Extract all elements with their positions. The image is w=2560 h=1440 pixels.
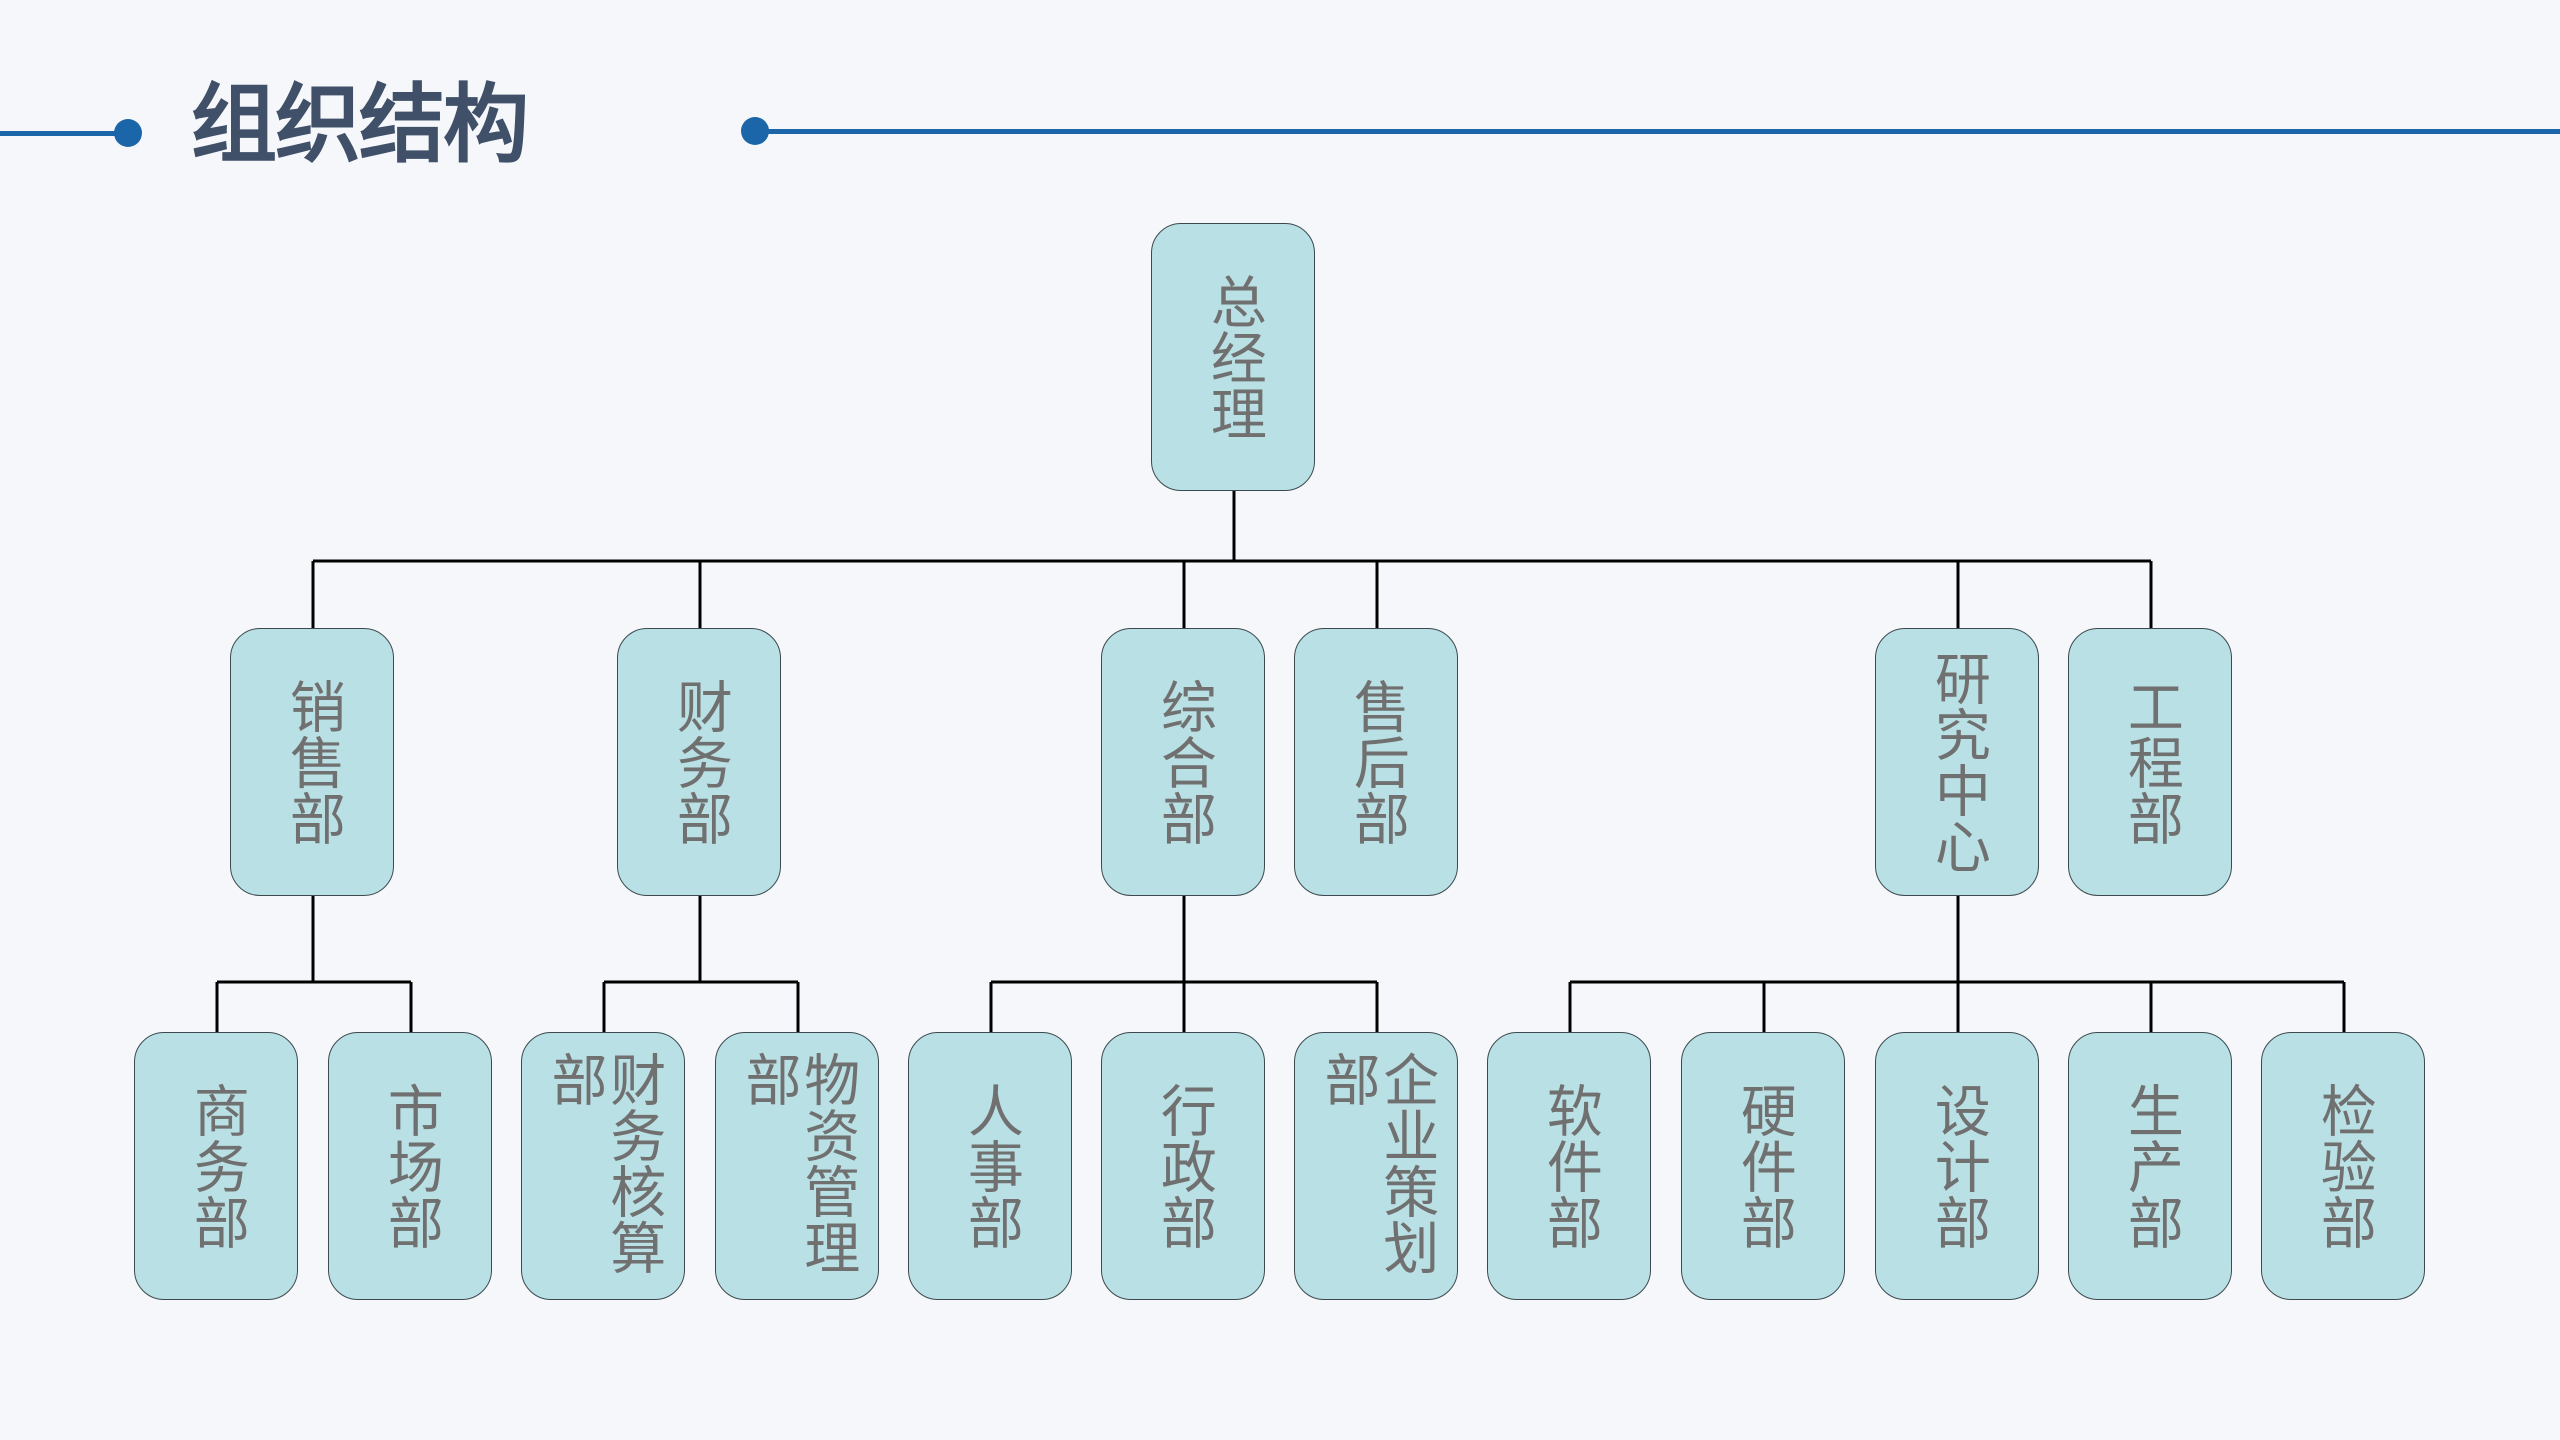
node-label: 硬件部 — [1731, 1082, 1797, 1250]
node-department: 工程部 — [2068, 628, 2232, 896]
title-right-rule — [755, 129, 2560, 134]
title-left-rule — [0, 131, 128, 136]
node-label: 售后部 — [1344, 678, 1410, 846]
node-label: 商务部 — [184, 1082, 250, 1250]
node-department: 研究中心 — [1875, 628, 2039, 896]
node-department: 售后部 — [1294, 628, 1458, 896]
node-label: 软件部 — [1537, 1082, 1603, 1250]
node-label: 综合部 — [1151, 678, 1217, 846]
title-left-dot — [114, 119, 142, 147]
node-label: 人事部 — [958, 1082, 1024, 1250]
node-label: 研究中心 — [1925, 650, 1991, 874]
node-label: 生产部 — [2118, 1082, 2184, 1250]
node-subdepartment: 财务核算部 — [521, 1032, 685, 1300]
page-title: 组织结构 — [191, 75, 529, 175]
node-label: 行政部 — [1151, 1082, 1217, 1250]
node-label: 财务核算部 — [542, 1051, 666, 1275]
node-label: 财务部 — [667, 678, 733, 846]
node-label: 工程部 — [2118, 678, 2184, 846]
node-subdepartment: 人事部 — [908, 1032, 1072, 1300]
node-subdepartment: 硬件部 — [1681, 1032, 1845, 1300]
node-subdepartment: 生产部 — [2068, 1032, 2232, 1300]
node-label: 物资管理部 — [736, 1051, 860, 1275]
node-subdepartment: 检验部 — [2261, 1032, 2425, 1300]
node-label: 销售部 — [280, 678, 346, 846]
node-label: 总经理 — [1201, 273, 1267, 441]
node-department: 综合部 — [1101, 628, 1265, 896]
node-subdepartment: 商务部 — [134, 1032, 298, 1300]
node-label: 检验部 — [2311, 1082, 2377, 1250]
node-subdepartment: 市场部 — [328, 1032, 492, 1300]
node-label: 企业策划部 — [1315, 1051, 1439, 1275]
node-subdepartment: 行政部 — [1101, 1032, 1265, 1300]
node-label: 市场部 — [378, 1082, 444, 1250]
node-department: 销售部 — [230, 628, 394, 896]
node-department: 财务部 — [617, 628, 781, 896]
node-label: 设计部 — [1925, 1082, 1991, 1250]
node-subdepartment: 软件部 — [1487, 1032, 1651, 1300]
node-subdepartment: 物资管理部 — [715, 1032, 879, 1300]
node-subdepartment: 企业策划部 — [1294, 1032, 1458, 1300]
node-root: 总经理 — [1151, 223, 1315, 491]
node-subdepartment: 设计部 — [1875, 1032, 2039, 1300]
